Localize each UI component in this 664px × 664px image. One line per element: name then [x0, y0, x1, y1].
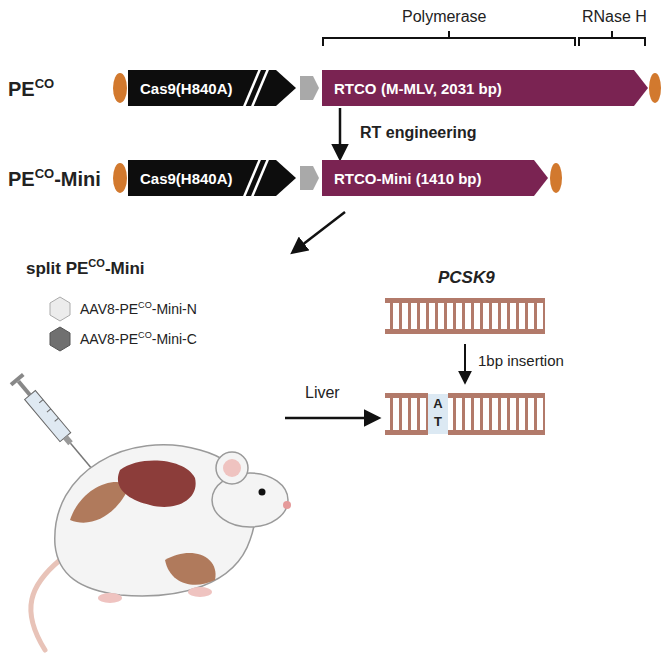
base-letter: T — [430, 414, 446, 429]
vector-name: CO — [138, 330, 152, 340]
construct-name: PE — [8, 78, 35, 100]
edge-label: RT engineering — [358, 124, 478, 142]
itr-oval — [649, 73, 661, 103]
mouse — [31, 445, 291, 650]
bracket — [323, 31, 575, 46]
vector-name: -Mini-C — [152, 331, 197, 347]
vector-name: AAV8-PE — [80, 301, 138, 317]
itr-oval — [113, 73, 127, 103]
domain-name: Polymerase — [402, 8, 486, 26]
organ-label: Liver — [305, 384, 340, 401]
domain-name: RNase H — [582, 8, 647, 26]
vector-name: AAV8-PECO-Mini-N — [80, 300, 197, 317]
group-title: CO — [88, 257, 105, 269]
domain-label: Cas9(H840A) — [140, 80, 233, 97]
group-title: -Mini — [105, 259, 145, 278]
construct-name: PE — [8, 168, 35, 190]
dna-double-strand — [385, 393, 545, 435]
domain-label: -Mini (1410 bp) — [377, 170, 482, 187]
syringe — [10, 373, 97, 473]
bracket — [579, 31, 645, 46]
rt-domain: RTCO-Mini (1410 bp) — [322, 160, 548, 196]
vector-name: -Mini-N — [152, 301, 197, 317]
itr-oval — [113, 163, 127, 193]
group-title: split PECO-Mini — [26, 257, 145, 279]
vector-name: CO — [138, 300, 152, 310]
gene-name: PCSK9 — [438, 268, 495, 288]
dna-double-strand — [385, 298, 545, 334]
vector-name: AAV8-PECO-Mini-C — [80, 330, 197, 347]
domain-label: CO — [354, 170, 377, 187]
itr-oval — [550, 163, 562, 193]
domain-label: RT — [334, 170, 354, 187]
linker-tag — [300, 166, 319, 190]
domain-label: RT — [334, 80, 354, 97]
domain-name: RNase H — [582, 8, 647, 25]
edit-label: 1bp insertion — [478, 352, 564, 369]
base-letter: T — [434, 414, 442, 429]
vector-name: AAV8-PE — [80, 331, 138, 347]
flow-arrow — [293, 212, 345, 252]
construct-name: -Mini — [54, 168, 101, 190]
flow-arrow — [339, 108, 342, 158]
domain-label: CO — [354, 80, 377, 97]
edit-label: 1bp insertion — [478, 352, 564, 369]
domain-name: Polymerase — [402, 8, 486, 25]
construct-name: CO — [35, 166, 55, 181]
linker-tag — [300, 76, 319, 100]
cas9-domain: Cas9(H840A) — [128, 160, 296, 196]
aav-capsid — [50, 297, 70, 321]
group-title: split PE — [26, 259, 88, 278]
cas9-domain: Cas9(H840A) — [128, 70, 296, 106]
flow-arrow — [285, 417, 378, 420]
flow-arrow — [464, 344, 466, 382]
base-letter: A — [433, 396, 442, 411]
construct-name: CO — [35, 76, 55, 91]
domain-label: Cas9(H840A) — [140, 170, 233, 187]
aav-capsid — [50, 327, 70, 351]
construct-name: PECO-Mini — [8, 166, 101, 191]
domain-label: (M-MLV, 2031 bp) — [381, 80, 502, 97]
gene-name: PCSK9 — [438, 268, 495, 287]
organ-label: Liver — [305, 384, 340, 402]
construct-name: PECO — [8, 76, 54, 101]
rt-domain: RTCO(M-MLV, 2031 bp) — [322, 70, 648, 106]
base-letter: A — [430, 396, 446, 411]
